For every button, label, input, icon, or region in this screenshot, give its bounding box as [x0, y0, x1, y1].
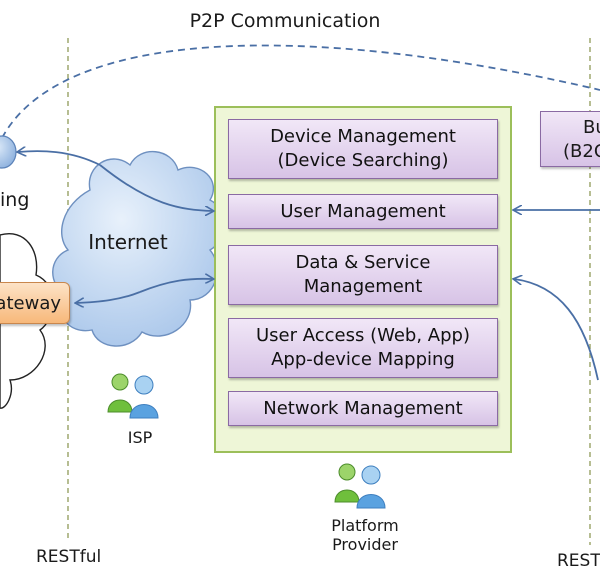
module-device-management-line1: Device Management	[270, 126, 456, 147]
module-user-management-line1: User Management	[280, 200, 446, 222]
module-user-access-line2: App-device Mapping	[271, 349, 455, 370]
restful-right-label: REST	[557, 551, 600, 571]
module-data-service-line2: Management	[303, 276, 423, 297]
module-device-management-line2: (Device Searching)	[277, 150, 449, 171]
b2c-line2: (B2C	[563, 141, 600, 162]
module-network-management: Network Management	[228, 391, 498, 426]
module-data-service-line1: Data & Service	[295, 252, 431, 273]
platform-provider-line1: Platform	[331, 516, 399, 535]
arrow-user-mgmt-to-device	[18, 151, 101, 166]
arrow-right-to-data-mgmt	[514, 279, 599, 381]
isp-label: ISP	[127, 428, 153, 447]
arrow-internet-to-data-mgmt	[139, 279, 213, 293]
users-icon-isp	[107, 373, 159, 419]
b2c-line1: Bu	[583, 117, 600, 138]
device-node	[0, 135, 17, 169]
device-label-partial: ing	[0, 189, 30, 211]
p2p-title: P2P Communication	[189, 10, 381, 32]
arrow-internet-to-user-mgmt	[99, 164, 213, 211]
module-user-access: User Access (Web, App) App-device Mappin…	[228, 318, 498, 378]
internet-label: Internet	[88, 230, 168, 254]
module-user-management: User Management	[228, 194, 498, 229]
arrow-data-mgmt-to-gateway	[76, 291, 141, 303]
gateway-label: Gateway	[0, 292, 61, 314]
module-data-service-management: Data & Service Management	[228, 245, 498, 305]
platform-provider-label: Platform Provider	[305, 516, 425, 554]
platform-provider-line2: Provider	[332, 535, 398, 555]
p2p-arc	[1, 44, 600, 139]
gateway-box: Gateway	[0, 282, 70, 324]
users-icon-platform	[334, 463, 386, 509]
b2c-box: Bu (B2C	[540, 111, 600, 167]
restful-left-label: RESTful	[36, 547, 102, 567]
module-user-access-line1: User Access (Web, App)	[256, 325, 470, 346]
module-device-management: Device Management (Device Searching)	[228, 119, 498, 179]
module-network-management-line1: Network Management	[263, 397, 463, 419]
internet-cloud	[52, 150, 225, 347]
